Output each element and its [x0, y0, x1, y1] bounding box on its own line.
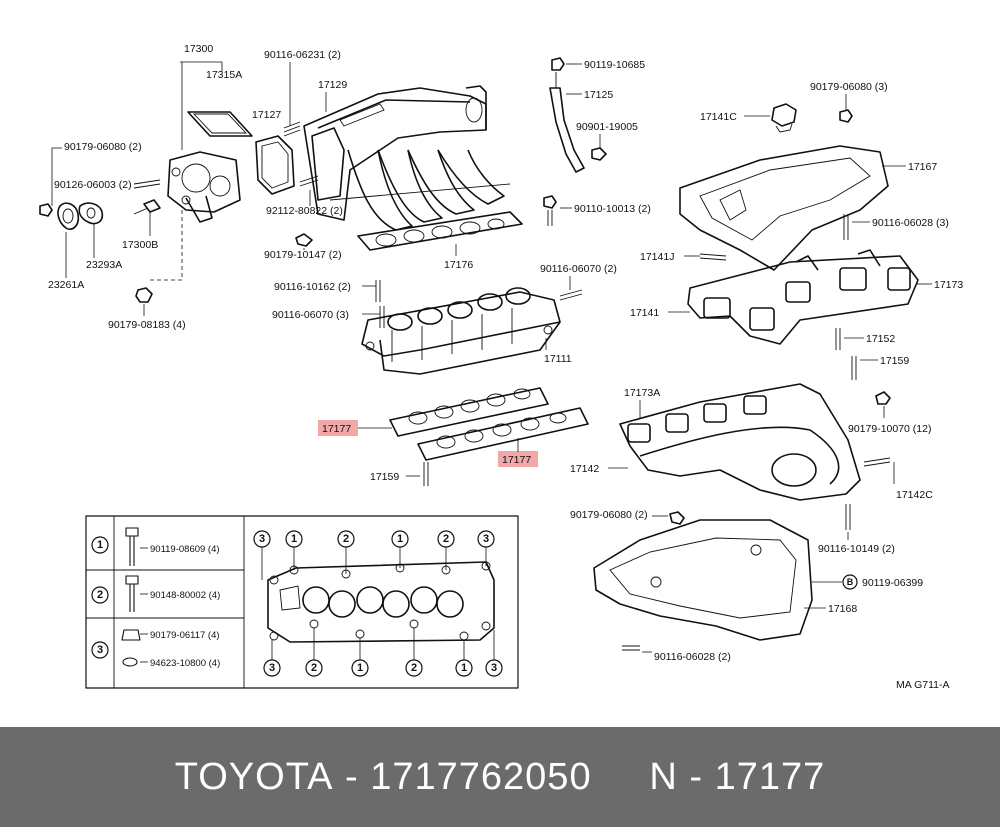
- label-23261A[interactable]: 23261A: [48, 279, 84, 291]
- table-row1-part[interactable]: 90119-08609 (4): [150, 544, 220, 555]
- label-90116-06231[interactable]: 90116-06231 (2): [264, 49, 341, 61]
- label-90119-10685[interactable]: 90119-10685: [584, 59, 645, 71]
- label-90119-06399[interactable]: 90119-06399: [862, 577, 923, 589]
- label-17141[interactable]: 17141: [630, 307, 659, 319]
- label-17125[interactable]: 17125: [584, 89, 613, 101]
- footer-ref-number[interactable]: 17177: [714, 755, 826, 798]
- label-17173[interactable]: 17173: [934, 279, 963, 291]
- gasket-top-5: 2: [443, 533, 449, 545]
- label-17300[interactable]: 17300: [184, 43, 213, 55]
- label-90179-10147[interactable]: 90179-10147 (2): [264, 249, 342, 261]
- label-17168[interactable]: 17168: [828, 603, 857, 615]
- label-17142C[interactable]: 17142C: [896, 489, 933, 501]
- label-90179-06080-2[interactable]: 90179-06080 (2): [64, 141, 142, 153]
- table-row1-num: 1: [97, 539, 103, 551]
- gasket-bottom-1: 3: [269, 662, 275, 674]
- label-92112-80822[interactable]: 92112-80822 (2): [266, 205, 343, 217]
- gasket-bottom-3: 1: [357, 662, 363, 674]
- gasket-top-6: 3: [483, 533, 489, 545]
- label-17300B[interactable]: 17300B: [122, 239, 158, 251]
- table-row3-num: 3: [97, 644, 103, 656]
- lower-manifold-group: 90116-10162 (2) 90116-06070 (2) 90116-06…: [272, 263, 617, 375]
- label-17173A[interactable]: 17173A: [624, 387, 660, 399]
- footer-n-label: N: [649, 755, 678, 798]
- gasket-top-3: 2: [343, 533, 349, 545]
- label-17159-a[interactable]: 17159: [370, 471, 399, 483]
- label-17152[interactable]: 17152: [866, 333, 895, 345]
- label-23293A[interactable]: 23293A: [86, 259, 122, 271]
- label-90179-10070[interactable]: 90179-10070 (12): [848, 423, 931, 435]
- throttle-body-group: 17300 17315A 90179-06080 (2) 90126-06003…: [39, 43, 253, 331]
- label-17177-b[interactable]: 17177: [502, 454, 531, 466]
- table-row3-part1[interactable]: 90179-06117 (4): [150, 630, 220, 641]
- gasket-bottom-2: 2: [311, 662, 317, 674]
- parts-diagram: 17300 17315A 90179-06080 (2) 90126-06003…: [39, 43, 963, 691]
- footer-part-number[interactable]: 1717762050: [370, 755, 592, 798]
- intake-manifold-group: 90116-06231 (2) 17129 17127 92112-80822 …: [252, 49, 651, 271]
- label-17167[interactable]: 17167: [908, 161, 937, 173]
- footer-gap: [592, 756, 650, 799]
- label-90116-06028-2[interactable]: 90116-06028 (2): [654, 651, 731, 663]
- label-90116-06070-2[interactable]: 90116-06070 (2): [540, 263, 617, 275]
- gasket-bottom-5: 1: [461, 662, 467, 674]
- highlight-box-2: [498, 451, 538, 467]
- label-17127[interactable]: 17127: [252, 109, 281, 121]
- ref-circle-b: [842, 574, 858, 590]
- table-row3-part2[interactable]: 94623-10800 (4): [150, 658, 220, 669]
- ref-circle-b-text: B: [847, 577, 854, 587]
- label-17141J[interactable]: 17141J: [640, 251, 674, 263]
- gasket-top-2: 1: [291, 533, 297, 545]
- gasket-17177-group: 17177 17177 17159: [318, 387, 589, 486]
- footer-separator-2: -: [677, 755, 715, 798]
- part-number-footer: TOYOTA - 1717762050 N - 17177: [0, 727, 1000, 827]
- table-row2-part[interactable]: 90148-80002 (4): [150, 590, 220, 601]
- footer-separator-1: -: [333, 755, 371, 798]
- label-17315A[interactable]: 17315A: [206, 69, 242, 81]
- gasket-bottom-4: 2: [411, 662, 417, 674]
- label-90179-06080-3[interactable]: 90179-06080 (3): [810, 81, 888, 93]
- stay-bracket-group: 90119-10685 17125 90901-19005: [549, 57, 645, 173]
- label-17159-b[interactable]: 17159: [880, 355, 909, 367]
- label-17129[interactable]: 17129: [318, 79, 347, 91]
- label-17111[interactable]: 17111: [544, 353, 572, 365]
- label-90116-06028-3[interactable]: 90116-06028 (3): [872, 217, 949, 229]
- label-17142[interactable]: 17142: [570, 463, 599, 475]
- fastener-table: 1 90119-08609 (4) 2 90148-80002 (4) 3 90…: [85, 515, 519, 689]
- label-17141C[interactable]: 17141C: [700, 111, 737, 123]
- exhaust-group: 90179-06080 (3) 17141C 17167 90116-06028…: [570, 81, 963, 691]
- label-90179-08183[interactable]: 90179-08183 (4): [108, 319, 186, 331]
- gasket-bottom-6: 3: [491, 662, 497, 674]
- footer-brand: TOYOTA: [174, 755, 334, 798]
- label-90116-10149[interactable]: 90116-10149 (2): [818, 543, 895, 555]
- gasket-top-1: 3: [259, 533, 265, 545]
- label-90126-06003[interactable]: 90126-06003 (2): [54, 179, 132, 191]
- table-row2-num: 2: [97, 589, 103, 601]
- highlight-box-1: [318, 420, 358, 436]
- label-90116-06070-3[interactable]: 90116-06070 (3): [272, 309, 349, 321]
- gasket-top-4: 1: [397, 533, 403, 545]
- diagram-code: MA G711-A: [896, 679, 950, 691]
- label-90110-10013[interactable]: 90110-10013 (2): [574, 203, 651, 215]
- label-17177-a[interactable]: 17177: [322, 423, 351, 435]
- label-90179-06080-2-b[interactable]: 90179-06080 (2): [570, 509, 648, 521]
- label-90116-10162[interactable]: 90116-10162 (2): [274, 281, 351, 293]
- label-17176[interactable]: 17176: [444, 259, 473, 271]
- label-90901-19005[interactable]: 90901-19005: [576, 121, 638, 133]
